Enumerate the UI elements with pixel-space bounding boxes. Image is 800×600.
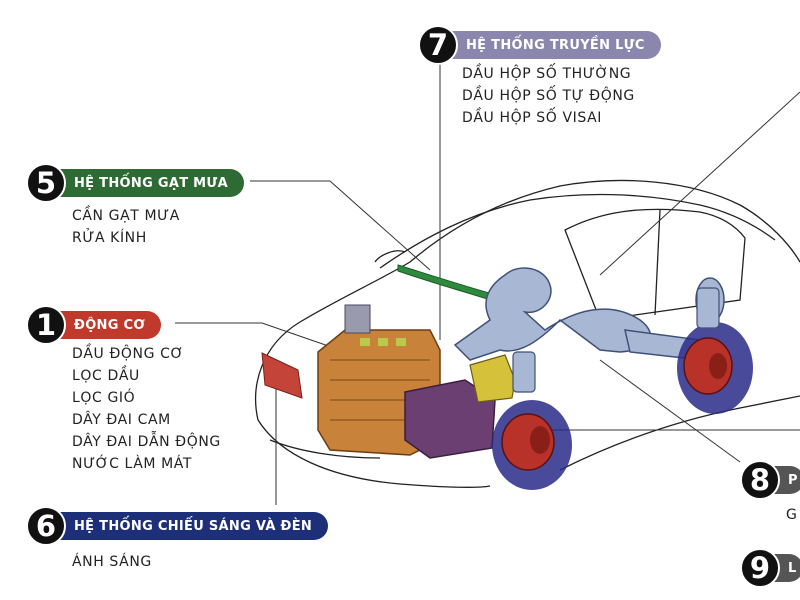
section-title: HỆ THỐNG CHIẾU SÁNG VÀ ĐÈN bbox=[54, 512, 329, 540]
transmission-items: DẦU HỘP SỐ THƯỜNG DẦU HỘP SỐ TỰ ĐỘNG DẦU… bbox=[462, 63, 635, 129]
callout-section-8: 8 P bbox=[740, 460, 800, 500]
wiper-blade-shape bbox=[397, 264, 501, 303]
rear-brake-shape bbox=[677, 322, 753, 414]
list-item: DÂY ĐAI CAM bbox=[72, 412, 171, 428]
number-badge: 8 bbox=[740, 460, 780, 500]
section-title: ĐỘNG CƠ bbox=[54, 311, 162, 339]
number-badge: 6 bbox=[26, 506, 66, 546]
callout-wiper: 5 HỆ THỐNG GẠT MƯA bbox=[26, 163, 244, 203]
callout-engine: 1 ĐỘNG CƠ bbox=[26, 305, 162, 345]
number-badge: 5 bbox=[26, 163, 66, 203]
gearbox-shape bbox=[469, 354, 516, 403]
callout-section-9: 9 L bbox=[740, 548, 800, 588]
callout-lighting: 6 HỆ THỐNG CHIẾU SÁNG VÀ ĐÈN bbox=[26, 506, 329, 546]
list-item: DẦU ĐỘNG CƠ bbox=[72, 346, 184, 362]
section-8-items: G bbox=[786, 504, 797, 526]
section-title: HỆ THỐNG TRUYỀN LỰC bbox=[446, 31, 661, 59]
list-item: DÂY ĐAI DẪN ĐỘNG bbox=[72, 434, 221, 450]
list-item: LỌC DẦU bbox=[72, 368, 140, 384]
callout-transmission: 7 HỆ THỐNG TRUYỀN LỰC bbox=[418, 25, 661, 65]
leader-lines bbox=[175, 60, 800, 505]
wiper-items: CẦN GẠT MƯA RỬA KÍNH bbox=[72, 205, 180, 249]
list-item: LỌC GIÓ bbox=[72, 390, 136, 406]
list-item: DẦU HỘP SỐ THƯỜNG bbox=[462, 66, 632, 82]
list-item: G bbox=[786, 507, 798, 523]
number-badge: 7 bbox=[418, 25, 458, 65]
list-item: CẦN GẠT MƯA bbox=[72, 208, 180, 224]
list-item: ÁNH SÁNG bbox=[72, 554, 152, 570]
suspension-shape bbox=[512, 287, 720, 393]
number-badge: 1 bbox=[26, 305, 66, 345]
car-outline bbox=[255, 179, 800, 488]
list-item: RỬA KÍNH bbox=[72, 230, 147, 246]
headlight-shape bbox=[261, 352, 303, 399]
engine-items: DẦU ĐỘNG CƠ LỌC DẦU LỌC GIÓ DÂY ĐAI CAM … bbox=[72, 343, 221, 475]
list-item: NƯỚC LÀM MÁT bbox=[72, 456, 193, 472]
list-item: DẦU HỘP SỐ TỰ ĐỘNG bbox=[462, 88, 635, 104]
front-brake-shape bbox=[492, 400, 572, 490]
list-item: DẦU HỘP SỐ VISAI bbox=[462, 110, 603, 126]
section-title: HỆ THỐNG GẠT MƯA bbox=[54, 169, 244, 197]
lighting-items: ÁNH SÁNG bbox=[72, 551, 152, 573]
air-filter-shape bbox=[404, 379, 496, 459]
number-badge: 9 bbox=[740, 548, 780, 588]
